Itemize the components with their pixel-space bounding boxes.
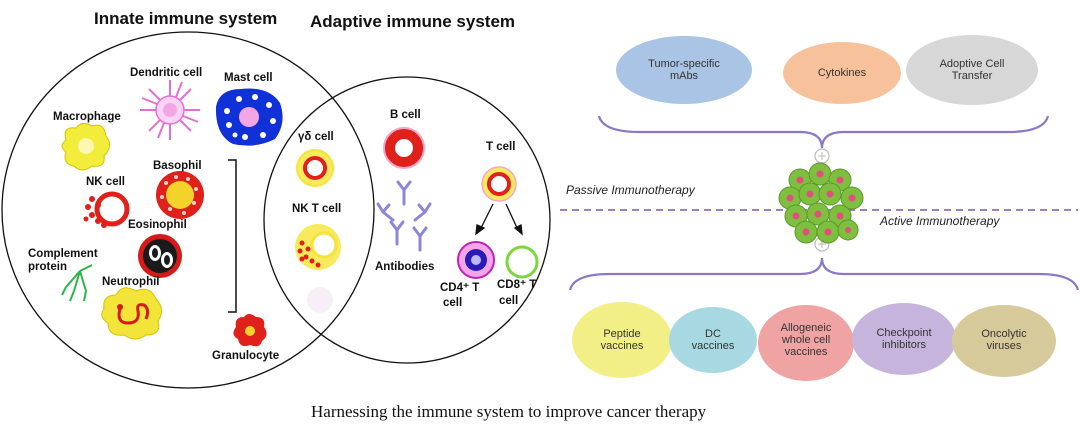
t-cell-icon [481, 166, 517, 202]
macrophage-label: Macrophage [53, 111, 121, 123]
complement-label-1: Complement [28, 248, 98, 260]
nk-cell-label: NK cell [86, 176, 125, 188]
mast-cell-icon [215, 88, 283, 146]
passive-immunotherapy-label: Passive Immunotherapy [566, 183, 695, 197]
nk-cell-icon [83, 191, 130, 228]
cd4-label-1: CD4⁺ T [440, 282, 480, 294]
cd8-t-cell-icon [505, 245, 539, 279]
t-cell-arrows [475, 203, 523, 236]
passive-brace [597, 115, 1050, 149]
antibodies-icon [376, 180, 432, 252]
gamma-delta-label: γδ cell [298, 131, 334, 143]
nkt-cell-icon [295, 224, 341, 270]
neutrophil-icon [101, 287, 162, 340]
active-item-4: Checkpoint inhibitors [876, 327, 932, 351]
complement-label-2: protein [28, 261, 67, 273]
eosinophil-label: Eosinophil [128, 219, 187, 231]
passive-item-3: Adoptive Cell Transfer [939, 58, 1005, 82]
dendritic-cell-label: Dendritic cell [130, 67, 203, 79]
active-oval-2 [669, 307, 757, 373]
dendritic-cell-icon [140, 80, 200, 140]
mast-cell-label: Mast cell [224, 72, 273, 84]
active-item-1: Peptide vaccines [600, 328, 644, 352]
basophil-label: Basophil [153, 160, 202, 172]
granulocyte-bracket [228, 159, 237, 313]
passive-oval-1 [616, 36, 752, 104]
tumor-cluster-icon [778, 162, 864, 244]
innate-circle [1, 31, 375, 389]
active-item-3: Allogeneic whole cell vaccines [780, 322, 832, 358]
b-cell-icon [383, 127, 425, 169]
t-cell-label: T cell [486, 141, 516, 153]
passive-oval-3 [906, 35, 1038, 105]
cd8-label-2: cell [499, 295, 519, 307]
active-item-2: DC vaccines [691, 328, 735, 352]
active-item-5: Oncolytic viruses [981, 328, 1027, 352]
neutrophil-label: Neutrophil [102, 276, 160, 288]
passive-item-2: Cytokines [817, 67, 867, 79]
faint-cell-icon [307, 287, 333, 313]
b-cell-label: B cell [390, 109, 421, 121]
eosinophil-icon [138, 234, 182, 278]
granulocyte-icon [233, 314, 267, 347]
active-brace [568, 257, 1080, 291]
active-oval-3 [758, 305, 854, 381]
adaptive-circle [263, 76, 551, 364]
active-oval-4 [852, 303, 956, 375]
cd4-t-cell-icon [457, 241, 495, 279]
cd8-label-1: CD8⁺ T [497, 279, 537, 291]
complement-protein-icon [61, 264, 93, 302]
granulocyte-label: Granulocyte [212, 350, 280, 362]
macrophage-icon [61, 122, 110, 171]
cd4-label-2: cell [443, 297, 463, 309]
active-immunotherapy-label: Active Immunotherapy [880, 214, 1000, 228]
basophil-icon [156, 171, 204, 219]
active-oval-1 [572, 302, 672, 378]
passive-oval-2 [783, 42, 901, 104]
adaptive-header: Adaptive immune system [310, 12, 516, 31]
innate-header: Innate immune system [94, 9, 278, 28]
active-oval-5 [952, 305, 1056, 377]
antibodies-label: Antibodies [375, 261, 435, 273]
gamma-delta-cell-icon [296, 149, 334, 187]
figure-caption: Harnessing the immune system to improve … [311, 402, 707, 421]
passive-item-1: Tumor-specific mAbs [648, 58, 720, 82]
nkt-cell-label: NK T cell [292, 203, 342, 215]
